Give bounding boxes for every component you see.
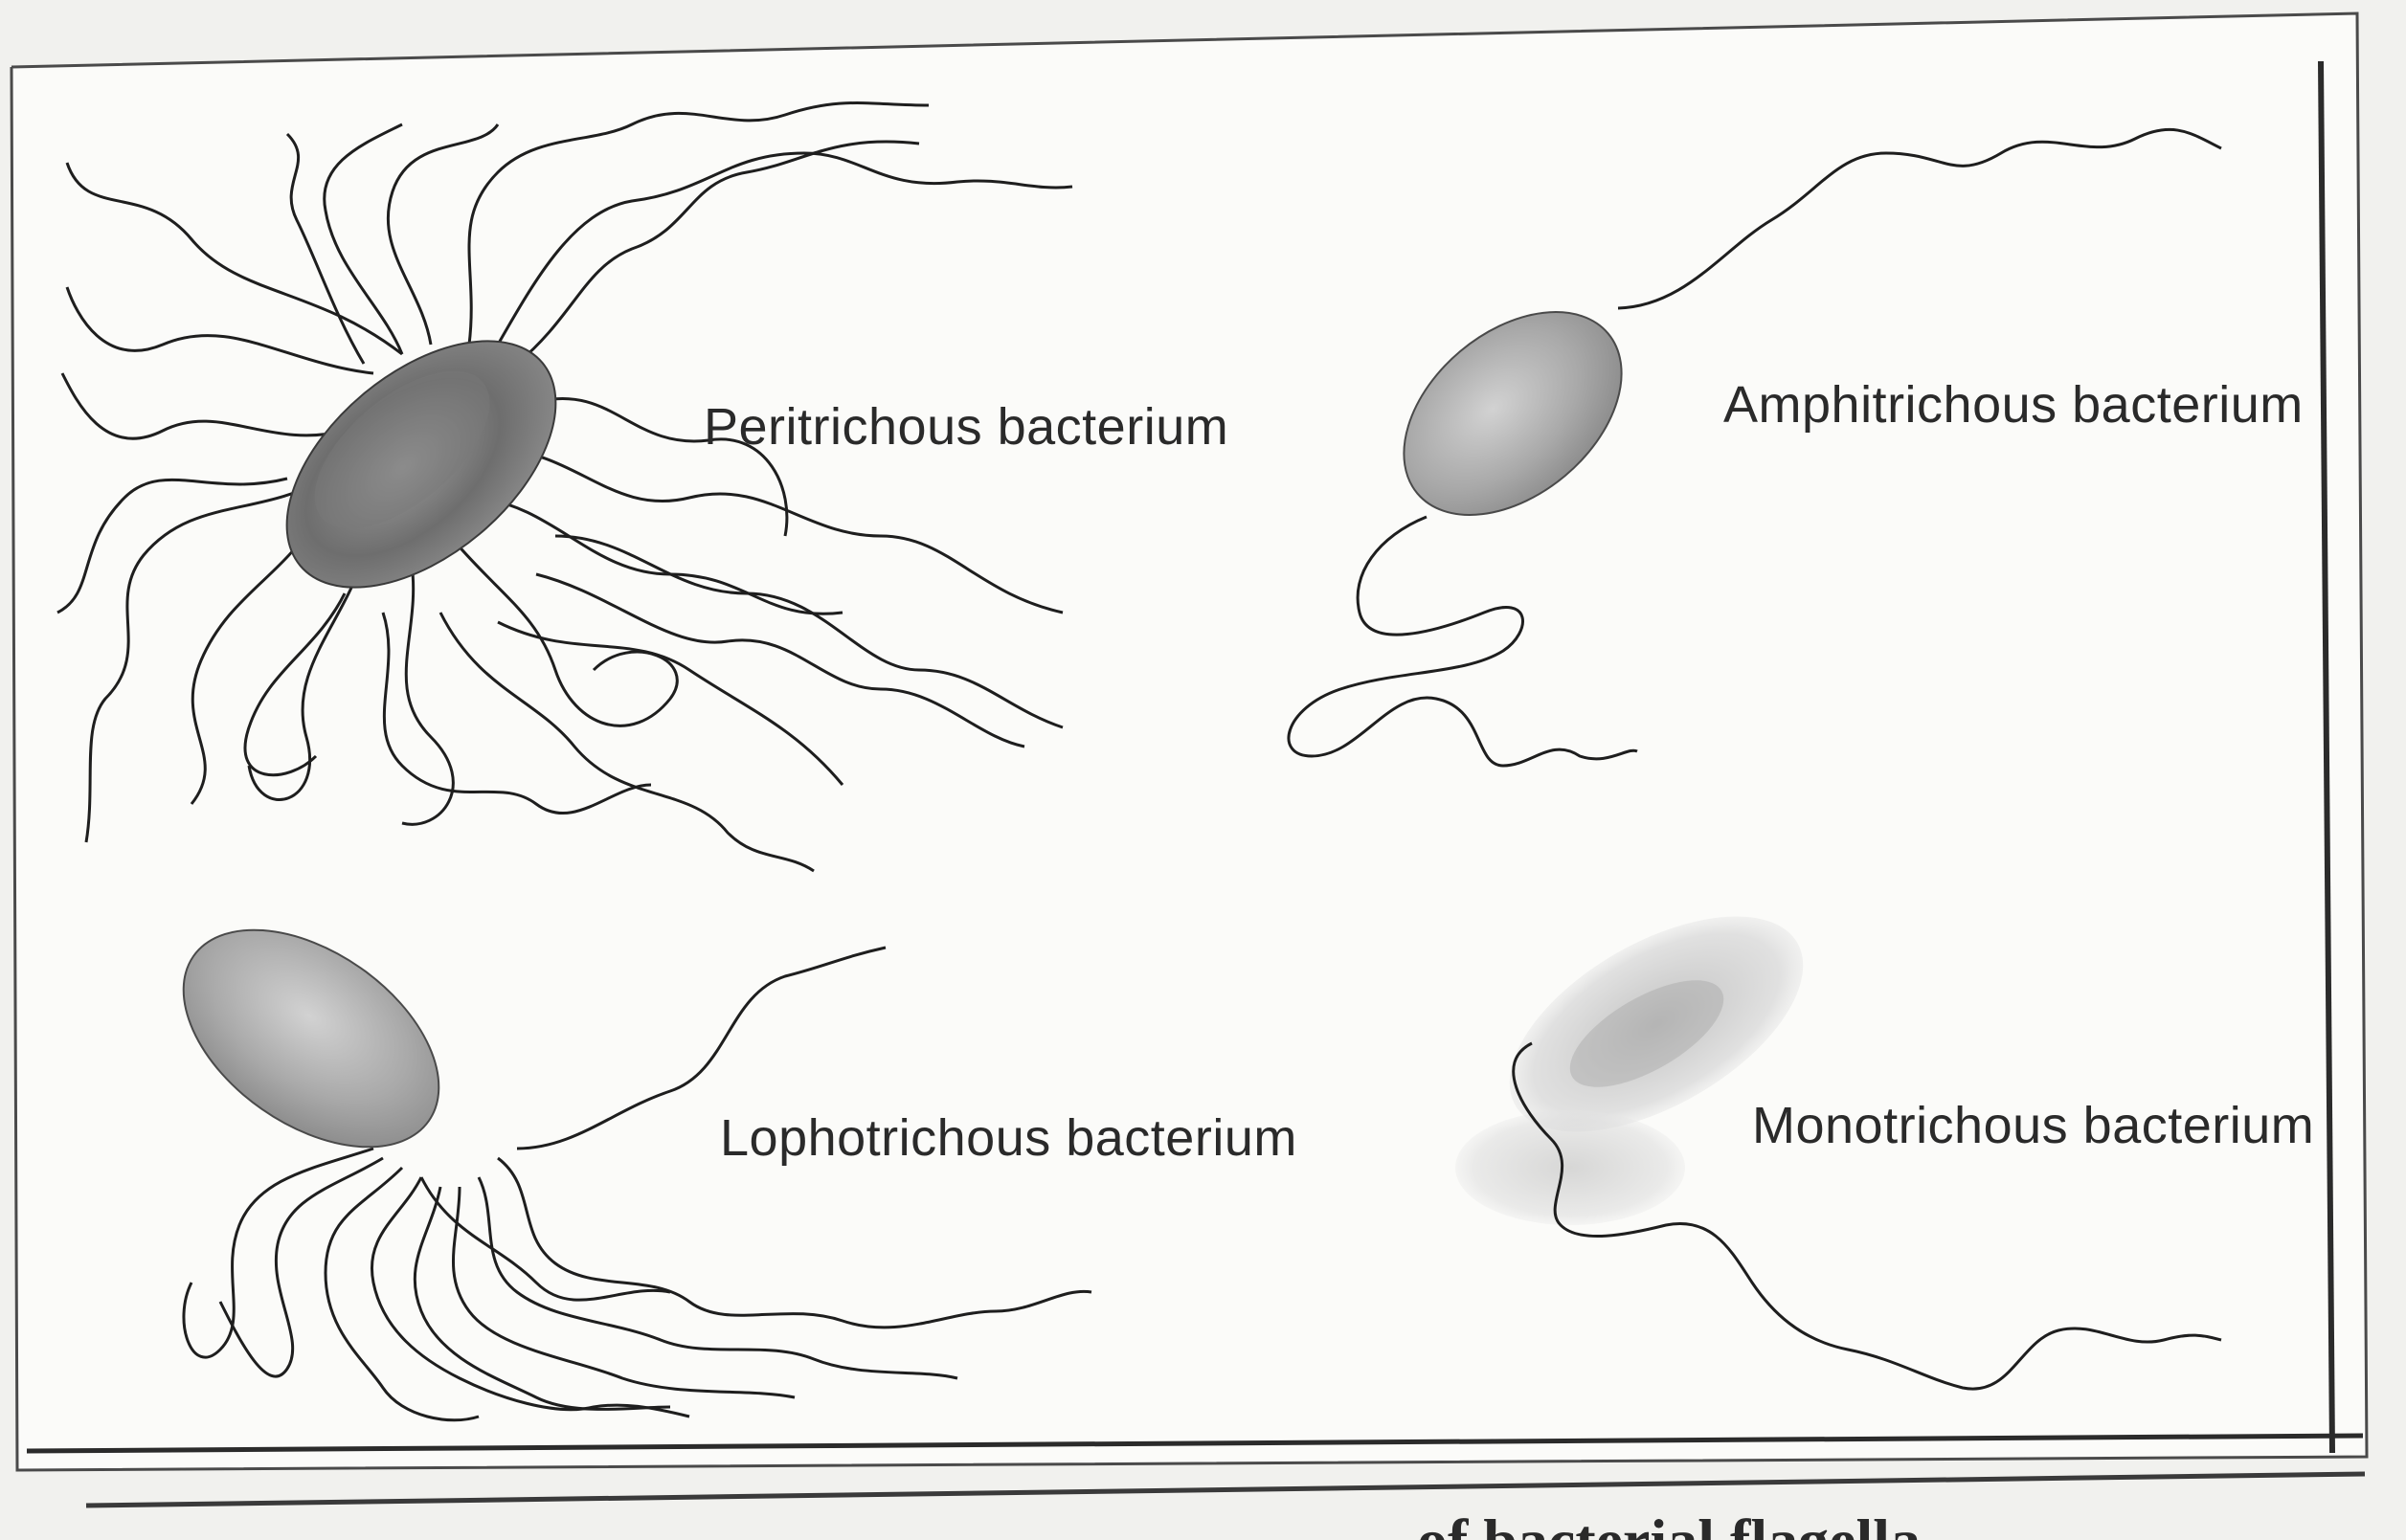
amphitrichous-label: Amphitrichous bacterium (1723, 375, 2304, 435)
peritrichous-label: Peritrichous bacterium (704, 397, 1228, 457)
figure-caption-partial: of bacterial flagella (1417, 1510, 1921, 1540)
lophotrichous-label: Lophotrichous bacterium (720, 1108, 1297, 1168)
figure-frame (11, 13, 2367, 1506)
monotrichous-label: Monotrichous bacterium (1752, 1096, 2314, 1155)
